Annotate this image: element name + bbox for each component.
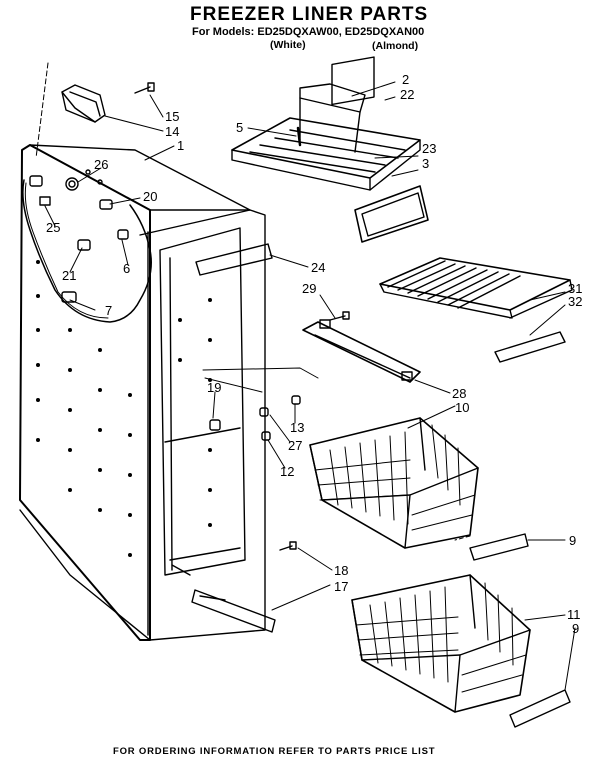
callout-19: 19 — [207, 380, 221, 395]
part-3-panel — [354, 185, 429, 243]
wire-shelf — [379, 257, 573, 319]
diagram-title: FREEZER LINER PARTS — [190, 4, 429, 25]
freezer-liner — [19, 144, 319, 641]
callout-12: 12 — [280, 464, 294, 479]
screw-18 — [279, 541, 297, 551]
bracket-28 — [302, 319, 421, 383]
callout-11: 11 — [567, 607, 581, 622]
callout-26: 26 — [94, 157, 108, 172]
callout-29: 29 — [302, 281, 316, 296]
callout-13: 13 — [290, 420, 304, 435]
callout-32: 32 — [568, 294, 582, 309]
callout-22: 22 — [400, 87, 414, 102]
model-numbers: For Models: ED25DQXAW00, ED25DQXAN00 — [192, 26, 425, 38]
callout-14: 14 — [165, 124, 179, 139]
callout-9-lower: 9 — [572, 621, 579, 636]
basket-lower — [351, 574, 531, 713]
callout-2: 2 — [402, 72, 409, 87]
screw-29 — [329, 311, 350, 321]
variant-white-label: (White) — [270, 39, 306, 51]
ordering-note: FOR ORDERING INFORMATION REFER TO PARTS … — [113, 746, 436, 757]
callout-23: 23 — [422, 141, 436, 156]
trim-strip-24 — [195, 243, 273, 276]
callout-31: 31 — [568, 281, 582, 296]
basket-front-9b — [509, 689, 571, 728]
clips — [209, 395, 301, 441]
shelf-trim-32 — [494, 331, 566, 363]
callout-3: 3 — [422, 156, 429, 171]
callout-5: 5 — [236, 120, 243, 135]
callout-18: 18 — [334, 563, 348, 578]
callout-27: 27 — [288, 438, 302, 453]
callout-10: 10 — [455, 400, 469, 415]
handle-part — [61, 84, 106, 123]
screw-15 — [134, 82, 155, 94]
callout-25: 25 — [46, 220, 60, 235]
callout-21: 21 — [62, 268, 76, 283]
callout-7: 7 — [105, 303, 112, 318]
bottom-trim-17 — [191, 589, 276, 633]
callout-28: 28 — [452, 386, 466, 401]
control-components — [29, 169, 129, 303]
callout-1: 1 — [177, 138, 184, 153]
callout-20: 20 — [143, 189, 157, 204]
basket-front-9a — [469, 533, 529, 561]
callout-17: 17 — [334, 579, 348, 594]
callout-6: 6 — [123, 261, 130, 276]
callout-15: 15 — [165, 109, 179, 124]
shelf-assembly — [231, 56, 421, 191]
callout-24: 24 — [311, 260, 325, 275]
variant-almond-label: (Almond) — [372, 40, 419, 52]
callout-9-upper: 9 — [569, 533, 576, 548]
leader-lines — [35, 62, 576, 691]
basket-upper — [309, 417, 479, 549]
